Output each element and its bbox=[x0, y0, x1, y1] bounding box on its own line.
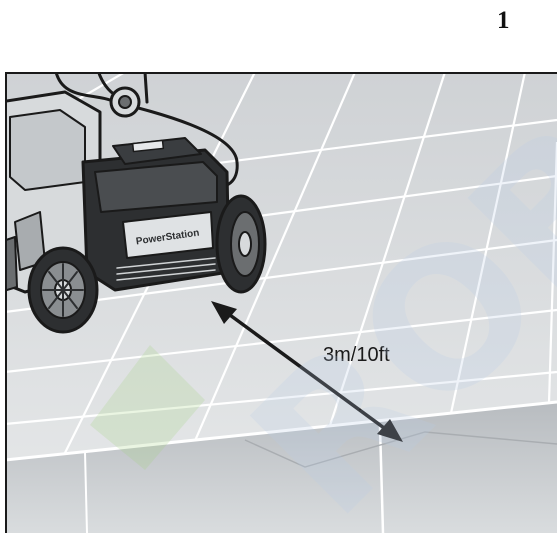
device-vent bbox=[116, 257, 216, 281]
arrow-head-start bbox=[211, 301, 237, 324]
step-number: 1 bbox=[497, 7, 510, 34]
illustration-frame: PowerStation bbox=[5, 72, 557, 533]
illustration-border bbox=[5, 72, 557, 533]
distance-label: 3m/10ft bbox=[323, 344, 390, 366]
pool-deck-illustration: PowerStation bbox=[5, 72, 557, 533]
arrow-head-end bbox=[377, 419, 403, 442]
distance-arrow bbox=[211, 301, 403, 442]
pool-edge bbox=[5, 402, 557, 533]
pool-robot: PowerStation bbox=[5, 72, 267, 334]
device-label-plate bbox=[122, 211, 214, 259]
